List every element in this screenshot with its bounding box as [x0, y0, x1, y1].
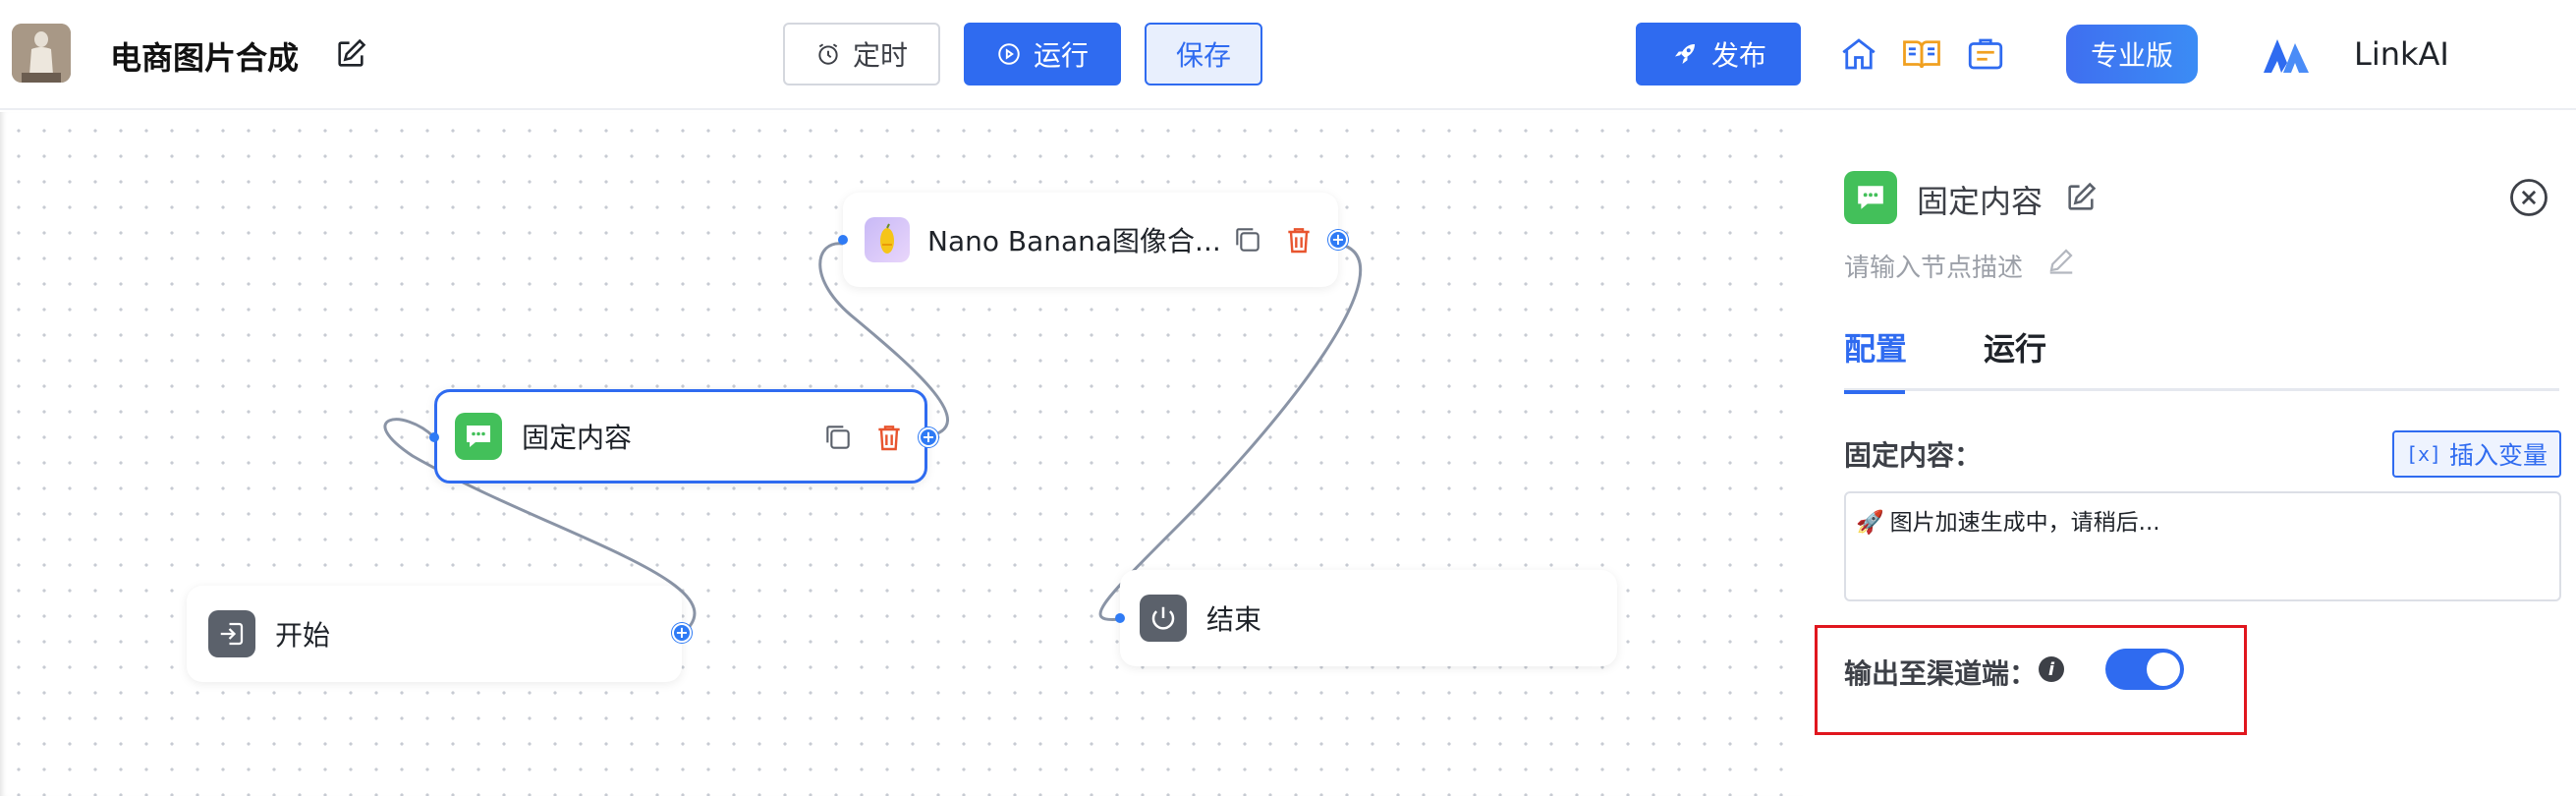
input-port[interactable]	[1115, 613, 1125, 623]
edges-layer	[383, 242, 1362, 636]
edit-icon[interactable]	[334, 37, 367, 71]
home-icon[interactable]	[1838, 33, 1879, 75]
pencil-icon[interactable]	[2046, 246, 2076, 275]
trash-icon[interactable]	[1283, 224, 1315, 256]
power-icon	[1140, 595, 1187, 642]
linkai-logo-icon	[2264, 39, 2309, 73]
variable-icon: [x]	[2405, 442, 2442, 466]
node-label: Nano Banana图像合...	[927, 225, 1221, 257]
input-port[interactable]	[838, 235, 848, 245]
add-output-port[interactable]: +	[672, 623, 692, 643]
book-icon[interactable]	[1901, 33, 1942, 75]
node-label: 开始	[275, 619, 331, 652]
node-label: 固定内容	[522, 422, 633, 454]
alarm-clock-icon	[818, 43, 838, 65]
node-label: 结束	[1206, 603, 1262, 636]
node-description-input[interactable]: 请输入节点描述	[1844, 254, 2024, 283]
edit-icon[interactable]	[2064, 181, 2098, 214]
chat-bubble-icon	[455, 413, 502, 460]
node-start[interactable]: 开始 +	[187, 586, 692, 682]
panel-title: 固定内容	[1917, 183, 2044, 220]
play-circle-icon	[998, 43, 1020, 65]
app-title: 电商图片合成	[110, 39, 300, 77]
rocket-icon: 🚀	[1856, 510, 1884, 536]
run-button-label: 运行	[1033, 39, 1089, 72]
publish-button-label: 发布	[1710, 39, 1766, 72]
banana-icon	[865, 217, 910, 262]
statue-image	[12, 24, 71, 83]
save-button[interactable]: 保存	[1145, 23, 1262, 85]
pro-version-badge[interactable]: 专业版	[2066, 25, 2198, 84]
copy-icon[interactable]	[822, 422, 854, 453]
briefcase-icon[interactable]	[1965, 33, 2006, 75]
output-to-channel-label: 输出至渠道端：	[1844, 657, 2038, 690]
insert-variable-label: 插入变量	[2449, 441, 2548, 470]
save-button-label: 保存	[1175, 39, 1231, 72]
input-port[interactable]	[429, 432, 439, 442]
content-label: 固定内容：	[1844, 439, 1983, 472]
node-nano-banana[interactable]: Nano Banana图像合... +	[838, 193, 1348, 287]
publish-button[interactable]: 发布	[1636, 23, 1801, 85]
brand-name: LinkAI	[2354, 35, 2449, 73]
insert-variable-button[interactable]: [x] 插入变量	[2392, 430, 2561, 478]
tab-run[interactable]: 运行	[1984, 330, 2047, 368]
copy-icon[interactable]	[1232, 224, 1263, 256]
chat-bubble-icon	[1844, 171, 1897, 224]
rocket-icon	[1674, 44, 1695, 64]
output-to-channel-toggle[interactable]	[2105, 649, 2184, 690]
run-button[interactable]: 运行	[964, 23, 1121, 85]
timer-button-label: 定时	[852, 39, 908, 72]
panel-tabs: 配置 运行	[1844, 324, 2559, 394]
workflow-canvas[interactable]: Nano Banana图像合... + 固定内容 +	[0, 112, 1803, 796]
top-bar: 电商图片合成 定时 运行 保存 发布 专业版 L	[0, 0, 2576, 110]
tab-config[interactable]: 配置	[1844, 324, 1907, 394]
edge-nano-to-end	[1098, 242, 1362, 621]
timer-button[interactable]: 定时	[783, 23, 940, 85]
fixed-content-textarea[interactable]: 🚀图片加速生成中，请稍后...	[1844, 491, 2561, 601]
toggle-knob	[2147, 653, 2180, 686]
node-settings-panel: 固定内容 请输入节点描述 配置 运行 固定内容： [x] 插入变量 🚀图片加速生…	[1803, 112, 2576, 796]
add-output-port[interactable]: +	[1328, 230, 1348, 250]
highlight-box	[1815, 625, 2247, 735]
enter-icon	[208, 610, 255, 657]
content-text: 图片加速生成中，请稍后...	[1889, 510, 2160, 536]
edge-fixed-to-nano	[818, 242, 949, 438]
edge-start-to-fixed	[383, 418, 697, 636]
app-avatar[interactable]	[12, 24, 71, 83]
node-end[interactable]: 结束	[1115, 570, 1617, 666]
trash-icon[interactable]	[873, 422, 905, 453]
node-fixed-content[interactable]: 固定内容 +	[429, 389, 938, 483]
close-icon[interactable]	[2508, 177, 2549, 218]
add-output-port[interactable]: +	[919, 427, 938, 447]
info-icon[interactable]: i	[2039, 656, 2064, 682]
